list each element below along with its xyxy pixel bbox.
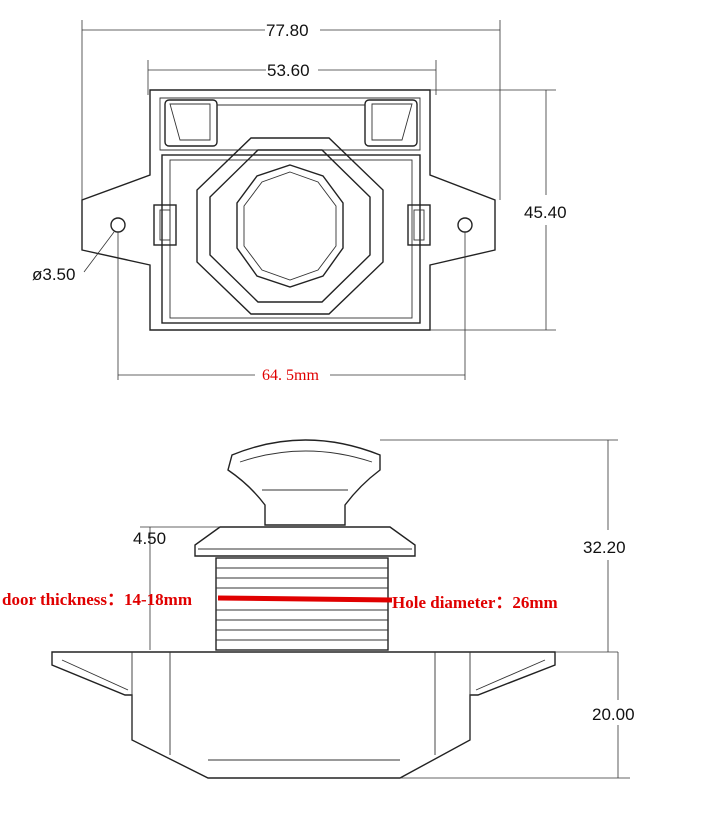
hole-leader-line	[83, 231, 115, 273]
hole-diameter-marker	[217, 595, 393, 603]
left-side-clip-inner	[159, 209, 171, 241]
right-top-tab	[364, 99, 418, 147]
right-mounting-hole	[457, 217, 473, 233]
side-view: 4.50 32.20 20.00 door thickness：14-18mm …	[2, 439, 635, 779]
left-top-tab	[164, 99, 218, 147]
octagon-housing-inner	[209, 149, 371, 303]
right-side-clip-inner	[413, 209, 425, 241]
knob-cap	[227, 439, 381, 526]
left-side-clip	[153, 204, 177, 246]
dim-total-height: 32.20	[583, 538, 626, 557]
dim-flange-thickness: 4.50	[133, 529, 166, 548]
dim-hole-spacing: 64. 5mm	[262, 367, 319, 384]
threaded-body	[215, 557, 389, 651]
frame-inner-line	[159, 97, 421, 151]
flange	[194, 526, 416, 557]
mounting-plate-outline	[81, 89, 496, 331]
left-mounting-hole	[110, 217, 126, 233]
dim-body-height: 20.00	[592, 705, 635, 724]
right-ear-line	[475, 659, 546, 691]
hole-diameter-label: Hole diameter：26mm	[392, 593, 558, 612]
body-box	[161, 154, 421, 324]
top-view: 77.80 53.60 45.40 ø3.50 64. 5mm	[32, 20, 567, 384]
knob-inner-ring	[243, 171, 337, 281]
left-ear-line	[61, 659, 129, 691]
door-thickness-label: door thickness：14-18mm	[2, 590, 192, 609]
knob-cap-inner	[239, 450, 373, 463]
lower-housing	[51, 651, 556, 779]
left-tab-detail	[169, 103, 211, 141]
dim-hole-diameter: ø3.50	[32, 265, 75, 284]
knob-outer-ring	[236, 164, 344, 288]
dim-inner-width: 53.60	[267, 61, 310, 80]
dim-height: 45.40	[524, 203, 567, 222]
octagon-housing-outer	[196, 137, 384, 315]
right-tab-detail	[371, 103, 413, 141]
right-side-clip	[407, 204, 431, 246]
dim-overall-width: 77.80	[266, 21, 309, 40]
